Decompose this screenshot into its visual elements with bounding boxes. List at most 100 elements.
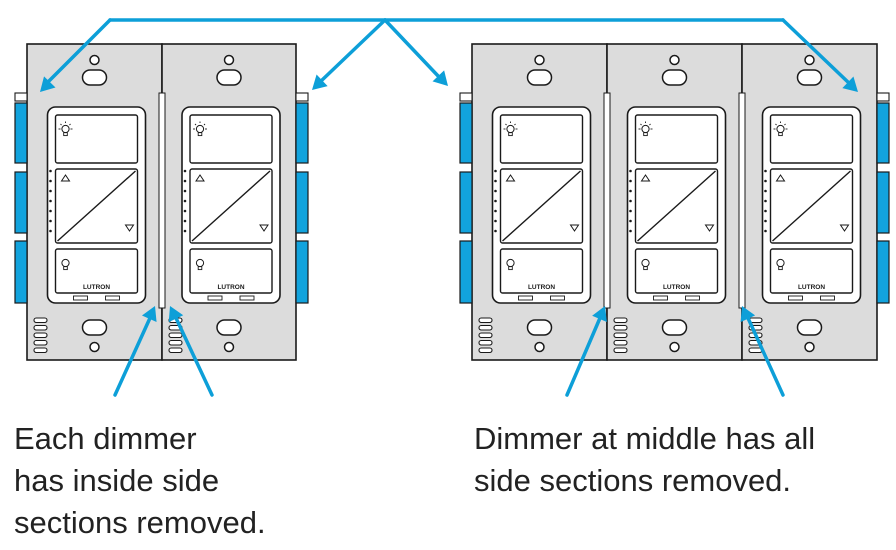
callout-arrows-layer (40, 18, 858, 397)
led-indicator (183, 189, 187, 193)
callout-right-left-edge (383, 18, 442, 80)
inner-gap (603, 92, 611, 309)
side-section-tab (459, 171, 473, 234)
light-bulb-on-icon (638, 121, 653, 137)
side-section-tab (459, 240, 473, 304)
bezel-tab (820, 295, 835, 301)
bulb-ray (784, 123, 786, 126)
rocker-diagonal (772, 170, 851, 242)
bulb-base (643, 266, 648, 271)
led-indicator (494, 219, 497, 223)
off-button (189, 248, 273, 294)
triangle-down-icon (839, 224, 850, 232)
triangle-up-icon (640, 174, 651, 182)
led-indicator (494, 169, 497, 173)
led-indicator (49, 229, 52, 233)
on-button (54, 114, 139, 164)
bulb-ray (505, 123, 507, 126)
off-button (634, 248, 719, 294)
triangle-down-icon (259, 224, 269, 232)
led-indicator (629, 169, 632, 173)
bulb-base (63, 266, 68, 271)
led-indicator (629, 219, 632, 223)
vent-slot (33, 347, 48, 354)
bezel-tab (788, 295, 803, 301)
brand-label: LUTRON (798, 284, 825, 291)
light-bulb-on-icon (193, 121, 207, 137)
on-button (189, 114, 273, 164)
led-indicator (183, 169, 187, 173)
rocker-diagonal (502, 170, 581, 242)
brand-label: LUTRON (528, 284, 555, 291)
light-bulb-off-icon (506, 258, 515, 271)
bezel-tab (685, 295, 700, 301)
brand-label: LUTRON (217, 284, 244, 291)
bulb-base (63, 132, 68, 137)
led-indicator (49, 179, 52, 183)
side-section-tab (14, 171, 28, 234)
caption-three-gang: Dimmer at middle has all side sections r… (474, 421, 816, 498)
vent-slot (478, 317, 493, 324)
arrowhead-icon (40, 76, 56, 92)
vent-slot (613, 347, 628, 354)
callout-right-outer (781, 18, 852, 86)
bezel-tab (518, 295, 533, 301)
side-section-tab (14, 240, 28, 304)
triangle-down-icon (704, 224, 715, 232)
light-bulb-off-icon (195, 258, 205, 271)
triangle-down-icon (124, 224, 135, 232)
vent-slot (33, 317, 48, 324)
callout-right-gap-b (746, 316, 785, 397)
led-indicator (183, 199, 187, 203)
brand-label: LUTRON (663, 284, 690, 291)
led-indicator (183, 179, 187, 183)
side-section-tab (295, 240, 309, 304)
led-indicator (494, 179, 497, 183)
triangle-up-icon (775, 174, 786, 182)
screw-hole (223, 341, 235, 353)
arrowhead-icon (740, 306, 756, 323)
mounting-slot (526, 319, 553, 336)
on-button (634, 114, 719, 164)
led-indicator (629, 209, 632, 213)
led-indicator (764, 179, 767, 183)
bulb-base (197, 132, 203, 137)
led-indicator (49, 209, 52, 213)
led-indicator (183, 209, 187, 213)
mounting-slot (661, 69, 688, 86)
triangle-up-icon (195, 174, 205, 182)
arrowhead-icon (842, 76, 858, 92)
side-notch (876, 92, 890, 102)
vent-slot (478, 347, 493, 354)
light-bulb-off-icon (641, 258, 650, 271)
caption-two-gang: Each dimmer has inside side sections rem… (14, 421, 266, 540)
side-section-tab (295, 102, 309, 164)
bezel-tab (207, 295, 223, 301)
led-indicator (764, 199, 767, 203)
screw-hole (89, 341, 100, 353)
side-notch (14, 92, 28, 102)
led-indicator (764, 209, 767, 213)
led-indicator (183, 229, 187, 233)
arrowhead-icon (141, 306, 157, 323)
bulb-ray (69, 123, 71, 126)
bulb-ray (60, 123, 62, 126)
vent-slot (168, 339, 183, 346)
led-indicator (764, 189, 767, 193)
screw-hole (804, 341, 815, 353)
bulb-base (508, 132, 513, 137)
bulb-ray (649, 123, 651, 126)
mounting-slot (796, 69, 823, 86)
side-section-tab (459, 102, 473, 164)
bulb-base (508, 266, 513, 271)
screw-hole (223, 54, 235, 66)
triangle-up-icon (60, 174, 71, 182)
vent-slot (168, 332, 183, 339)
screw-hole (804, 54, 815, 66)
led-indicator (629, 179, 632, 183)
callout-left-outer (44, 18, 112, 86)
on-button (499, 114, 584, 164)
mounting-slot (526, 69, 553, 86)
